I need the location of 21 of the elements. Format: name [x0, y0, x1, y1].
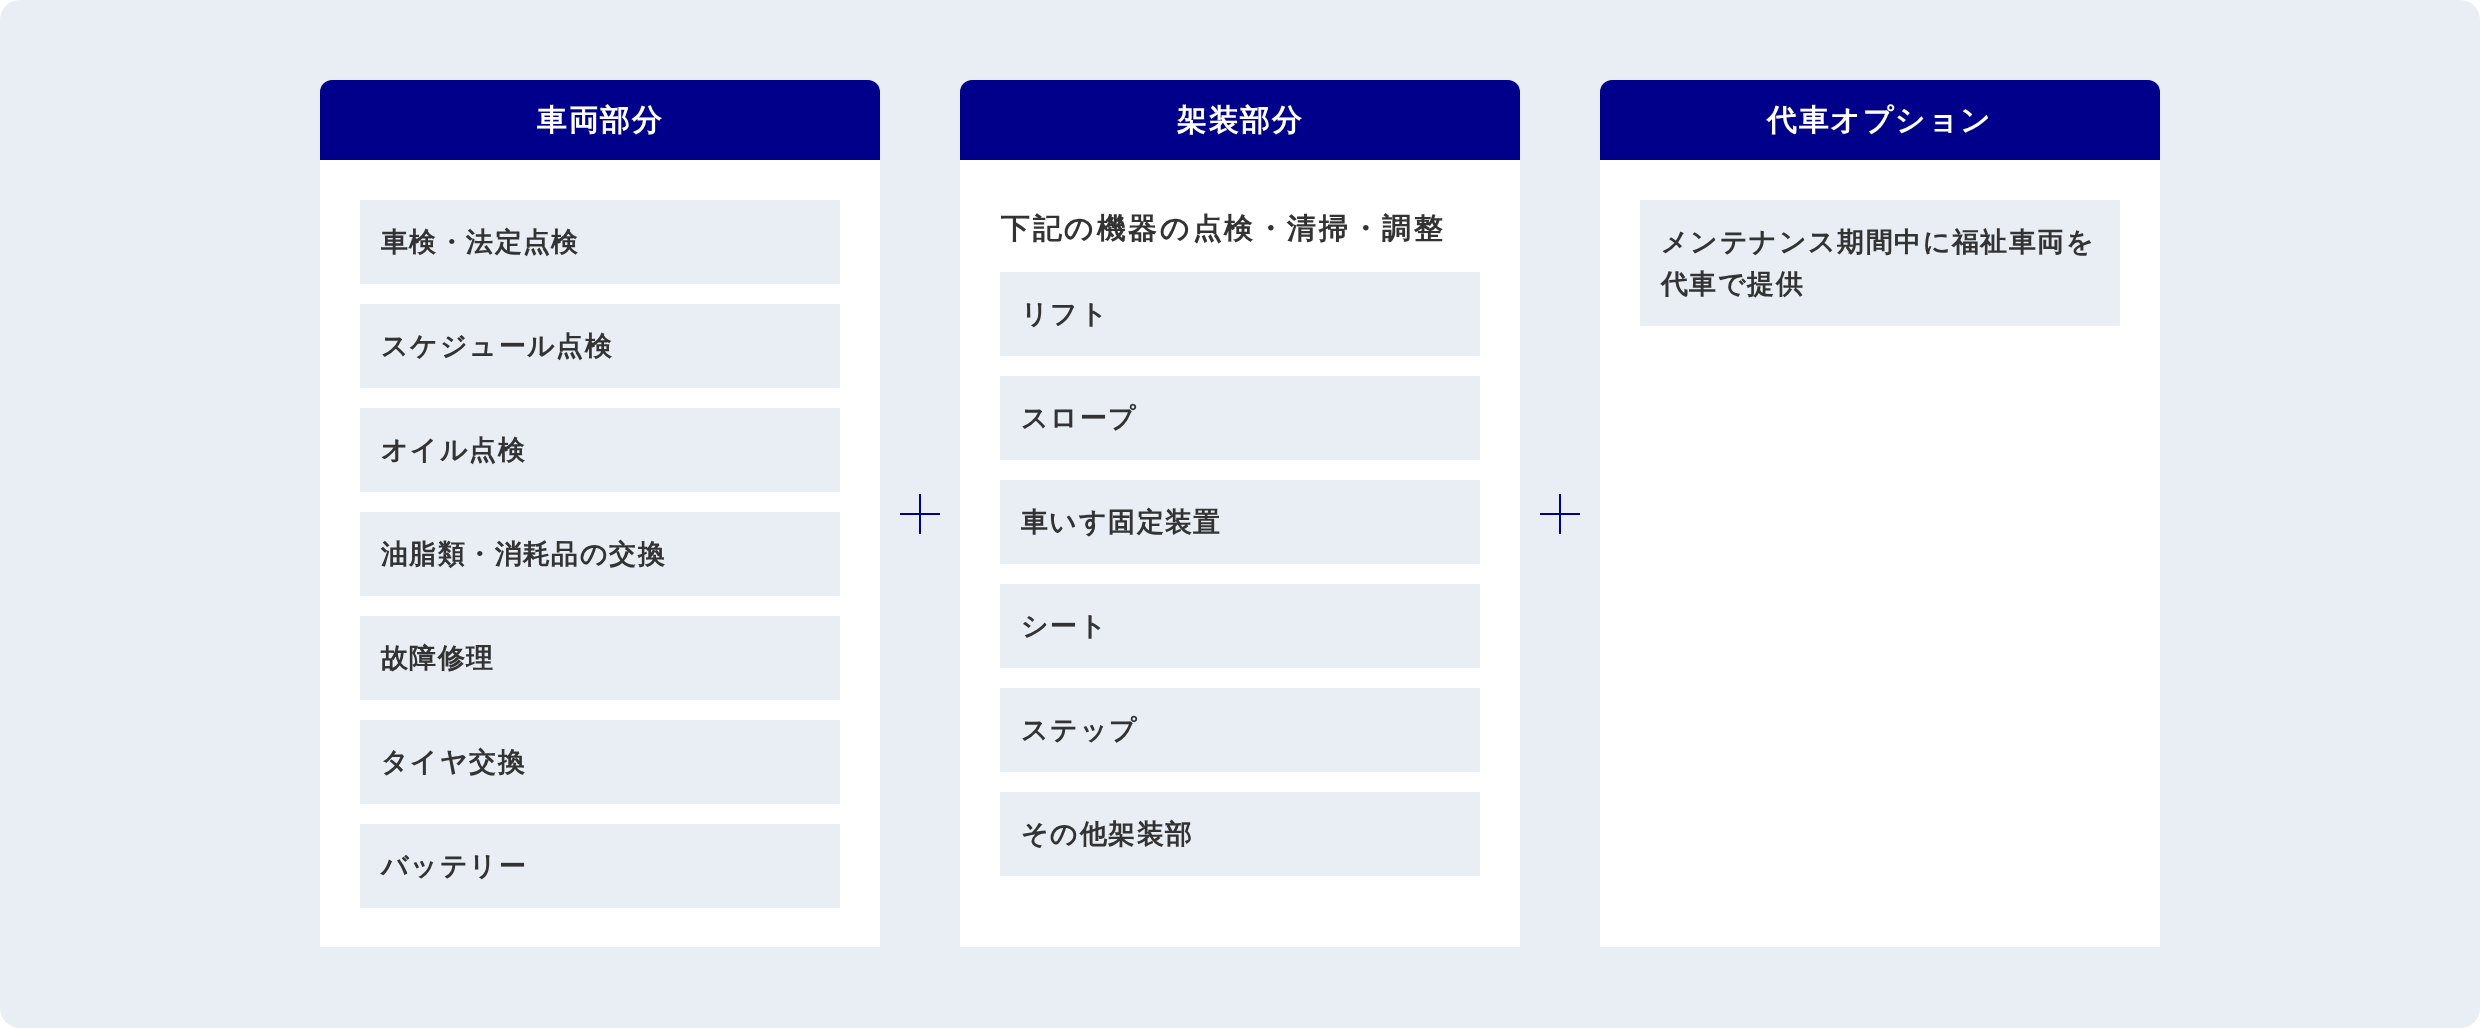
service-item: 車いす固定装置	[1000, 480, 1480, 564]
column-panel	[960, 80, 1520, 947]
column-header: 車両部分	[320, 80, 880, 160]
column-header: 代車オプション	[1600, 80, 2160, 160]
column-header: 架装部分	[960, 80, 1520, 160]
service-item: 故障修理	[360, 616, 840, 700]
column-panel	[320, 80, 880, 947]
service-item: スロープ	[1000, 376, 1480, 460]
service-item: メンテナンス期間中に福祉車両を代車で提供	[1640, 200, 2120, 326]
service-item: ステップ	[1000, 688, 1480, 772]
service-item: オイル点検	[360, 408, 840, 492]
service-item: タイヤ交換	[360, 720, 840, 804]
service-item: 車検・法定点検	[360, 200, 840, 284]
service-item: シート	[1000, 584, 1480, 668]
section-subheading: 下記の機器の点検・清掃・調整	[1001, 210, 1446, 247]
service-item: 油脂類・消耗品の交換	[360, 512, 840, 596]
service-item: スケジュール点検	[360, 304, 840, 388]
service-item: リフト	[1000, 272, 1480, 356]
service-item: その他架装部	[1000, 792, 1480, 876]
column-panel	[1600, 80, 2160, 947]
service-item: バッテリー	[360, 824, 840, 908]
